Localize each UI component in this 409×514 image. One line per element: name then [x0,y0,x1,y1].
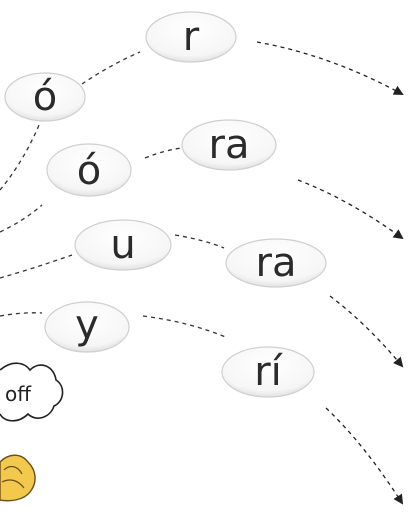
syllable-label: rí [254,349,283,395]
syllable-label: r [183,14,200,60]
arrow-3 [329,295,404,368]
bubble-r: r [145,11,237,63]
line-left-y [0,312,43,317]
syllable-label: y [75,302,99,348]
arrow-4 [325,407,404,505]
cloud: off [0,362,64,422]
line-left-o1 [0,117,43,191]
syllable-label: ó [77,148,101,194]
arrow-1 [256,41,404,95]
bubble-ra-1: ra [181,119,277,171]
line-left-u [0,254,73,279]
line-left-o2 [0,204,43,233]
line-o1-r [81,51,141,85]
bubble-ri: rí [221,346,315,398]
syllable-label: ra [209,122,250,168]
arrow-2 [297,179,404,240]
bubble-y: y [44,301,130,353]
arrow-lines [256,41,404,505]
line-o2-ra1 [144,147,183,159]
cloud-text: off [5,382,32,406]
connector-lines [0,51,229,339]
line-y-ri [142,315,229,339]
line-u-ra2 [174,234,225,249]
bubble-ra-2: ra [225,238,327,288]
character-partial [0,454,36,502]
bubble-o-1: ó [4,72,86,122]
syllable-label: ó [33,74,57,120]
bubble-o-2: ó [46,143,132,197]
syllable-label: u [110,222,135,268]
bubble-u: u [74,219,172,271]
syllable-label: ra [256,240,297,286]
